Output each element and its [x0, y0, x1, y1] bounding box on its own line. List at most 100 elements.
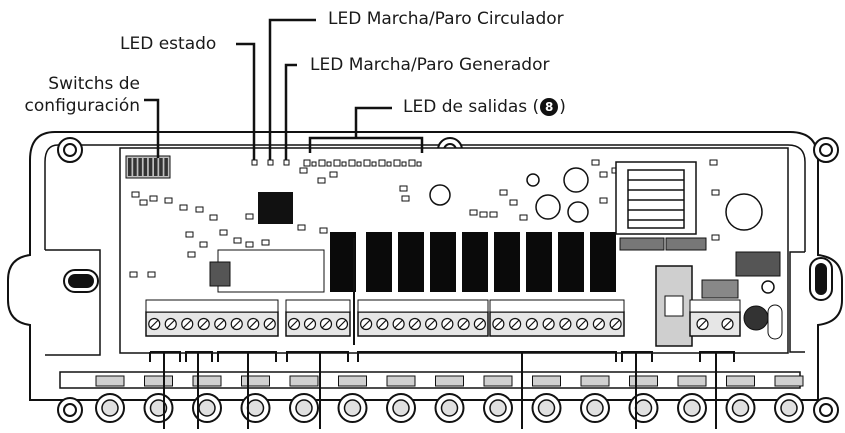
label-led-salidas-text: LED de salidas (: [403, 97, 540, 117]
bottom-bracket-6: [621, 351, 653, 429]
relay: [330, 232, 356, 292]
cable-gland-inner: [343, 399, 362, 417]
power-jack: [743, 305, 769, 331]
gland-clip: [289, 375, 319, 387]
gland-clip: [95, 375, 125, 387]
smd-part: [187, 251, 196, 258]
power-slot: [767, 304, 783, 340]
smd-part: [164, 197, 173, 204]
terminal-screw-slot: [611, 319, 621, 329]
smd-part: [131, 191, 140, 198]
label-led-salidas-close: ): [559, 97, 566, 117]
cable-gland-inner: [586, 399, 604, 417]
terminal-screw-slot: [560, 319, 570, 329]
leader-lines: [144, 18, 735, 429]
cable-gland-inner: [295, 399, 313, 417]
smd-part: [195, 206, 204, 213]
led-circulador: [267, 159, 274, 166]
gland-clip: [532, 375, 561, 387]
output-led-resistor: [401, 161, 407, 167]
led-generador: [283, 159, 290, 166]
output-led: [303, 159, 311, 167]
output-leds-row: [303, 159, 422, 167]
smd-components: [129, 159, 720, 278]
mains-switch-button: [664, 295, 684, 317]
terminal-screw-slot: [182, 319, 192, 329]
gland-clip: [241, 375, 270, 387]
leader-led-circulador: [268, 18, 316, 160]
cable-gland-inner: [731, 399, 750, 417]
terminal-screw-slot: [410, 319, 420, 329]
cable-gland-inner: [440, 399, 459, 417]
cable-gland-inner: [101, 399, 119, 417]
smd-part: [469, 209, 478, 216]
gland-clip: [580, 375, 610, 387]
output-led: [408, 159, 416, 167]
dip-pin: [148, 158, 153, 176]
transformer: [615, 161, 697, 235]
leader-switches: [144, 98, 160, 158]
terminal-screw-slot: [426, 319, 436, 329]
bottom-bracket-3: [217, 351, 277, 429]
gland-clip: [483, 375, 513, 387]
terminal-screw-slot: [442, 319, 452, 329]
gland-clip: [192, 375, 222, 387]
cable-gland-inner: [780, 399, 798, 417]
relay: [494, 232, 520, 292]
terminal-block-top: [285, 299, 351, 313]
bottom-bracket-1: [149, 351, 181, 429]
label-switches-line2: configuración: [24, 96, 140, 116]
smd-part: [599, 197, 608, 204]
smd-part: [711, 234, 720, 241]
smd-part: [591, 159, 600, 166]
terminal-screw-slot: [493, 319, 503, 329]
cable-gland-inner: [198, 399, 216, 417]
output-led-resistor: [341, 161, 347, 167]
screw-bottom-left: [57, 397, 83, 423]
terminal-screw-slot: [377, 319, 387, 329]
output-led-resistor: [356, 161, 362, 167]
output-led: [348, 159, 356, 167]
cable-gland-inner: [537, 399, 556, 417]
right-mount-slot-inner: [815, 263, 827, 295]
fuse-holders: [619, 237, 781, 299]
output-led-resistor: [311, 161, 317, 167]
left-mount-slot-inner: [68, 274, 94, 288]
smd-part: [261, 239, 270, 246]
smd-part: [319, 227, 328, 234]
smd-part: [519, 214, 528, 221]
label-led-generador: LED Marcha/Paro Generador: [310, 55, 550, 75]
label-switches-line1: Switchs de: [48, 74, 140, 94]
output-led-resistor: [416, 161, 422, 167]
gland-clip: [144, 375, 173, 387]
smd-part: [599, 171, 608, 178]
terminal-screw-slot: [698, 319, 707, 329]
smd-part: [129, 271, 138, 278]
terminal-screw-slot: [199, 319, 209, 329]
screw-top-right: [813, 137, 839, 163]
capacitors: [429, 167, 775, 294]
left-side-wall: [45, 249, 101, 356]
smd-part: [489, 211, 498, 218]
relay: [558, 232, 584, 292]
screw-bottom-right: [813, 397, 839, 423]
label-led-estado: LED estado: [120, 34, 217, 54]
smd-part: [139, 199, 148, 206]
dip-pin: [164, 158, 168, 176]
smd-part: [185, 231, 194, 238]
output-led: [333, 159, 341, 167]
leader-led-generador: [284, 63, 297, 160]
output-led-resistor: [386, 161, 392, 167]
smd-part: [509, 199, 518, 206]
output-led: [318, 159, 326, 167]
terminal-block-top: [145, 299, 279, 313]
relay: [398, 232, 424, 292]
relay: [590, 232, 616, 292]
cable-gland-inner: [634, 399, 653, 417]
terminal-screw-slot: [594, 319, 604, 329]
smd-part: [399, 185, 408, 192]
cable-gland-inner: [683, 399, 701, 417]
smd-part: [297, 224, 306, 231]
